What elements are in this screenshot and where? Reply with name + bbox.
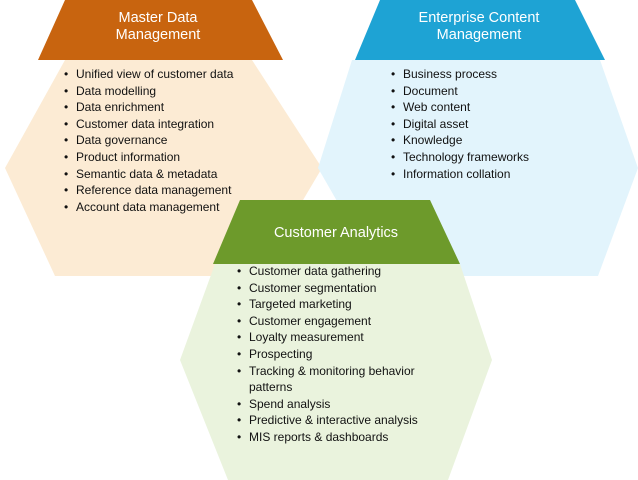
- ecm-list-item: Business process: [391, 66, 591, 83]
- ecm-list-item: Knowledge: [391, 132, 591, 149]
- ca-list-item: Targeted marketing: [237, 296, 427, 313]
- mdm-list-item: Semantic data & metadata: [64, 166, 264, 183]
- mdm-hexagon-header: [38, 0, 283, 60]
- mdm-list-item: Customer data integration: [64, 116, 264, 133]
- ecm-list-item: Web content: [391, 99, 591, 116]
- ecm-list-item: Information collation: [391, 166, 591, 183]
- ca-list-item: Predictive & interactive analysis: [237, 412, 427, 429]
- ca-list-item: Prospecting: [237, 346, 427, 363]
- ecm-item-list: Business process Document Web content Di…: [391, 66, 591, 182]
- mdm-title-line-2: Management: [115, 27, 201, 43]
- ecm-list-item: Document: [391, 83, 591, 100]
- ca-hexagon-header: [213, 200, 460, 264]
- mdm-list-item: Unified view of customer data: [64, 66, 264, 83]
- ca-item-list: Customer data gathering Customer segment…: [237, 263, 427, 446]
- ca-list-item: MIS reports & dashboards: [237, 429, 427, 446]
- ca-list-item: Spend analysis: [237, 396, 427, 413]
- mdm-list-item: Account data management: [64, 199, 264, 216]
- mdm-list-item: Data modelling: [64, 83, 264, 100]
- ecm-title-line-2: Management: [436, 27, 522, 43]
- mdm-item-list: Unified view of customer data Data model…: [64, 66, 264, 215]
- ecm-list-item: Digital asset: [391, 116, 591, 133]
- ecm-list-item: Technology frameworks: [391, 149, 591, 166]
- mdm-list-item: Product information: [64, 149, 264, 166]
- ca-list-item: Customer data gathering: [237, 263, 427, 280]
- ca-list-item: Customer engagement: [237, 313, 427, 330]
- ca-list-item: Customer segmentation: [237, 280, 427, 297]
- ecm-hexagon-header: [355, 0, 605, 60]
- ecm-title: Enterprise Content Management: [382, 10, 576, 44]
- ca-title-line-1: Customer Analytics: [273, 225, 399, 241]
- mdm-list-item: Data governance: [64, 132, 264, 149]
- ecm-title-line-1: Enterprise Content: [418, 10, 540, 26]
- ca-title: Customer Analytics: [242, 225, 430, 242]
- ca-list-item: Tracking & monitoring behavior patterns: [237, 363, 427, 396]
- mdm-list-item: Reference data management: [64, 182, 264, 199]
- ca-list-item: Loyalty measurement: [237, 329, 427, 346]
- mdm-title: Master Data Management: [70, 10, 246, 44]
- mdm-list-item: Data enrichment: [64, 99, 264, 116]
- mdm-title-line-1: Master Data: [118, 10, 198, 26]
